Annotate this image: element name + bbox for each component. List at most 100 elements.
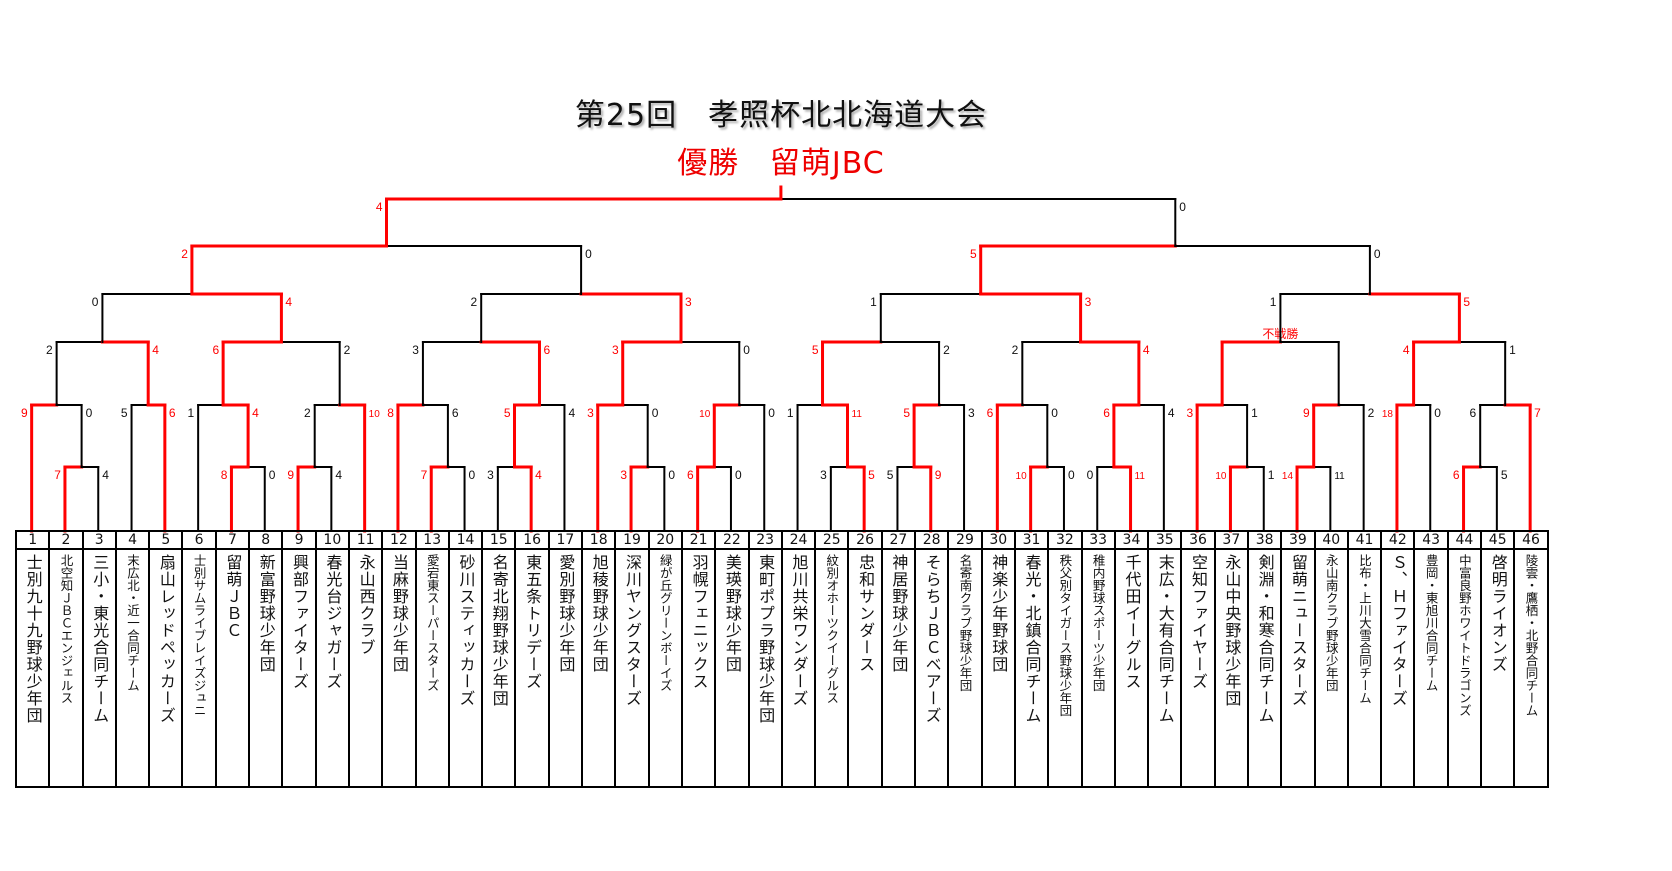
match-score: 2	[943, 343, 950, 357]
team-column: 36 空知ファイヤーズ	[1182, 532, 1216, 786]
match-score: 5	[504, 406, 511, 420]
match-score: 5	[1463, 295, 1470, 309]
team-number: 34	[1115, 532, 1148, 550]
match-score: 8	[387, 406, 394, 420]
match-score: 6	[543, 343, 550, 357]
match-score: 6	[452, 406, 459, 420]
team-name: 愛別野球少年団	[556, 554, 576, 673]
match-score: 0	[743, 343, 750, 357]
match-score: 0	[86, 406, 93, 420]
team-number: 14	[449, 532, 482, 550]
team-number: 5	[150, 532, 182, 550]
team-number: 36	[1182, 532, 1214, 550]
team-name: 千代田イーグルス	[1122, 554, 1142, 690]
team-number: 18	[583, 532, 615, 550]
team-number: 31	[1015, 532, 1048, 550]
team-number: 39	[1282, 532, 1314, 550]
match-score: 5	[868, 468, 875, 482]
team-name: 紋別オホーツクイーグルス	[824, 554, 840, 704]
team-number: 46	[1515, 532, 1547, 550]
team-name: 興部ファイターズ	[290, 554, 310, 690]
match-score: 3	[487, 468, 494, 482]
match-score: 1	[1509, 343, 1516, 357]
team-name: 東五条トリデーズ	[523, 554, 543, 690]
match-score: 10	[369, 409, 381, 420]
match-score: 9	[1303, 406, 1310, 420]
match-score: 11	[852, 409, 863, 420]
team-number: 30	[982, 532, 1014, 550]
team-number: 20	[649, 532, 681, 550]
match-score: 0	[1374, 247, 1381, 261]
tournament-title: 第25回 孝照杯北北海道大会	[574, 98, 988, 133]
match-score: 10	[1016, 471, 1028, 482]
match-score: 2	[304, 406, 311, 420]
team-name: 名寄北翔野球少年団	[489, 554, 509, 707]
team-number: 27	[882, 532, 915, 550]
match-score: 3	[620, 468, 627, 482]
match-score: 4	[568, 406, 575, 420]
team-number: 42	[1382, 532, 1414, 550]
match-score: 3	[685, 295, 692, 309]
team-column: 34 千代田イーグルス	[1115, 532, 1150, 786]
team-number: 9	[283, 532, 315, 550]
match-score: 3	[612, 343, 619, 357]
team-name: 旭川共栄ワンダーズ	[789, 554, 809, 707]
team-name: 士別九十九野球少年団	[23, 554, 43, 724]
match-score: 6	[687, 468, 694, 482]
team-name: Ｓ、Ｈファイターズ	[1388, 554, 1408, 707]
team-name: 末広北・近一合同チーム	[125, 554, 141, 692]
team-number: 33	[1082, 532, 1114, 550]
match-score: 2	[1012, 343, 1019, 357]
match-score: 6	[1103, 406, 1110, 420]
match-score: 11	[1135, 471, 1146, 482]
team-name: 陵雲・鷹栖・北野合同チーム	[1523, 554, 1539, 717]
match-score: 4	[535, 468, 542, 482]
match-score: 11	[1334, 471, 1345, 482]
team-name: 新富野球少年団	[256, 554, 276, 673]
match-score: 2	[344, 343, 351, 357]
team-name: 剣淵・和寒合同チーム	[1255, 554, 1275, 724]
team-number: 19	[616, 532, 648, 550]
match-score: 5	[121, 406, 128, 420]
match-score: 4	[335, 468, 342, 482]
team-name: 羽幌フェニックス	[689, 554, 709, 690]
match-score: 7	[421, 468, 428, 482]
match-score: 0	[1051, 406, 1058, 420]
match-score: 0	[469, 468, 476, 482]
match-score: 0	[1068, 468, 1075, 482]
team-name: 末広・大有合同チーム	[1155, 554, 1175, 724]
match-score: 7	[1534, 406, 1541, 420]
team-number: 25	[816, 532, 848, 550]
team-number: 17	[549, 532, 582, 550]
team-name: 空知ファイヤーズ	[1189, 554, 1209, 690]
match-score: 2	[1368, 406, 1375, 420]
match-score: 3	[587, 406, 594, 420]
team-number: 2	[50, 532, 82, 550]
match-score: 5	[887, 468, 894, 482]
match-score: 0	[768, 406, 775, 420]
team-name: 愛宕東スーパースターズ	[424, 554, 440, 692]
team-column: 17 愛別野球少年団	[549, 532, 584, 786]
team-column: 25 紋別オホーツクイーグルス	[816, 532, 850, 786]
match-score: 0	[92, 295, 99, 309]
team-number: 11	[349, 532, 382, 550]
